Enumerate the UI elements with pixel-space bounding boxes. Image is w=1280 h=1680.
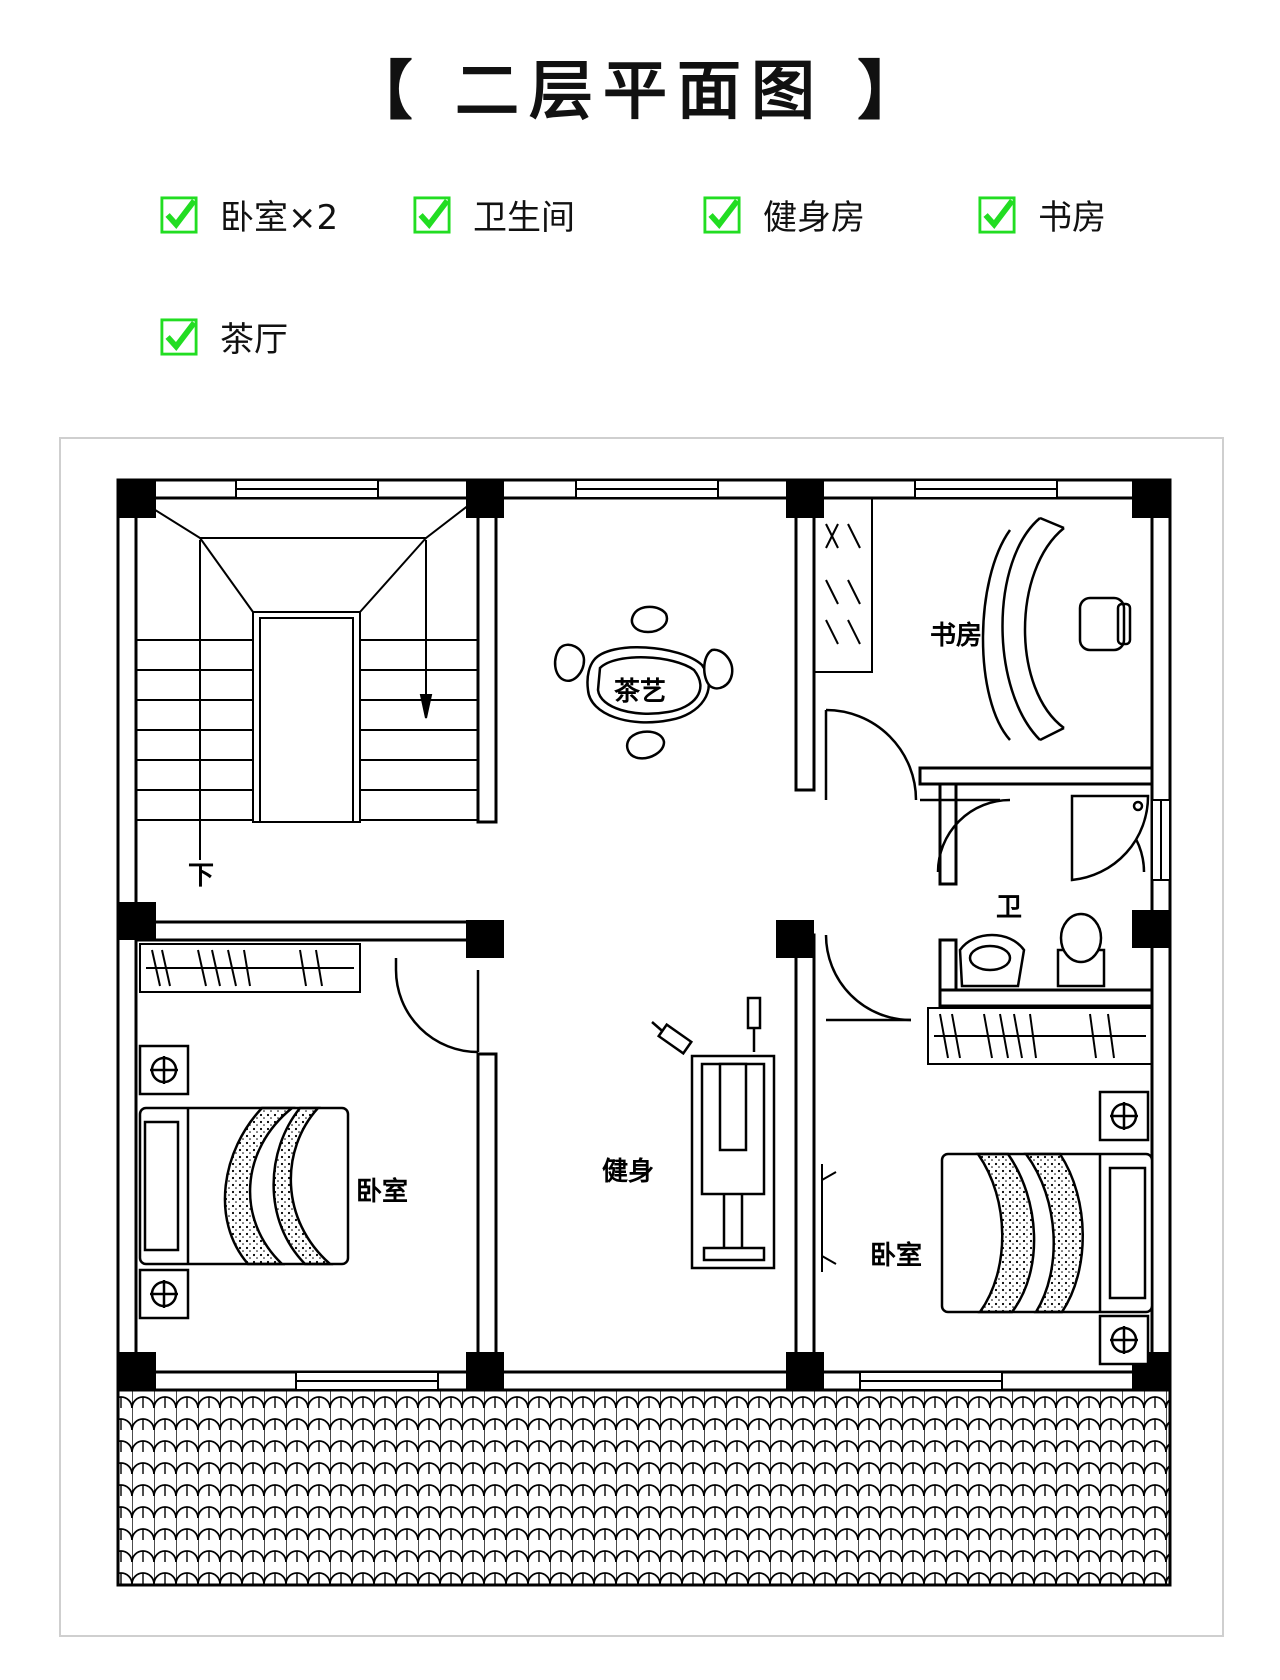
- wardrobe-study: [813, 497, 873, 673]
- plan-frame: [59, 437, 1224, 1637]
- study-desk: [981, 516, 1132, 742]
- feature-item-tea-room: 茶厅: [160, 312, 288, 361]
- wardrobe-left: [139, 943, 361, 993]
- feature-item-bedroom: 卧室×2: [160, 190, 338, 239]
- bed-right: [940, 1090, 1154, 1366]
- room-label-bedroom-left: 卧室: [356, 1176, 408, 1207]
- checkbox-checked-icon: [160, 317, 198, 356]
- wardrobe-right: [927, 1007, 1153, 1065]
- bathroom-fixtures: [958, 794, 1150, 988]
- feature-label: 健身房: [763, 198, 865, 238]
- columns: [118, 480, 1170, 1390]
- stairs-down-label: 下: [188, 861, 214, 891]
- page-title: 【 二层平面图 】: [348, 55, 932, 129]
- room-label-tea: 茶艺: [614, 677, 666, 707]
- room-label-gym: 健身: [602, 1156, 654, 1187]
- bed-left: [138, 1044, 350, 1320]
- balcony: [116, 1388, 1172, 1587]
- feature-item-gym: 健身房: [703, 190, 865, 239]
- feature-label: 茶厅: [220, 320, 288, 360]
- checkbox-checked-icon: [160, 195, 198, 234]
- treadmill: [651, 996, 776, 1270]
- windows: [235, 479, 1171, 1391]
- feature-label: 卧室×2: [220, 198, 339, 238]
- feature-item-study: 书房: [978, 190, 1106, 239]
- checkbox-checked-icon: [703, 195, 741, 234]
- feature-label: 卫生间: [473, 198, 575, 238]
- gym-wall-fixture: [821, 1164, 837, 1272]
- feature-label: 书房: [1038, 198, 1106, 238]
- tea-table: [553, 605, 734, 760]
- staircase: [135, 497, 479, 860]
- checkbox-checked-icon: [413, 195, 451, 234]
- room-label-toilet: 卫: [996, 893, 1022, 923]
- room-label-study: 书房: [930, 621, 982, 651]
- room-label-bedroom-right: 卧室: [870, 1240, 922, 1271]
- feature-item-bathroom: 卫生间: [413, 190, 575, 239]
- checkbox-checked-icon: [978, 195, 1016, 234]
